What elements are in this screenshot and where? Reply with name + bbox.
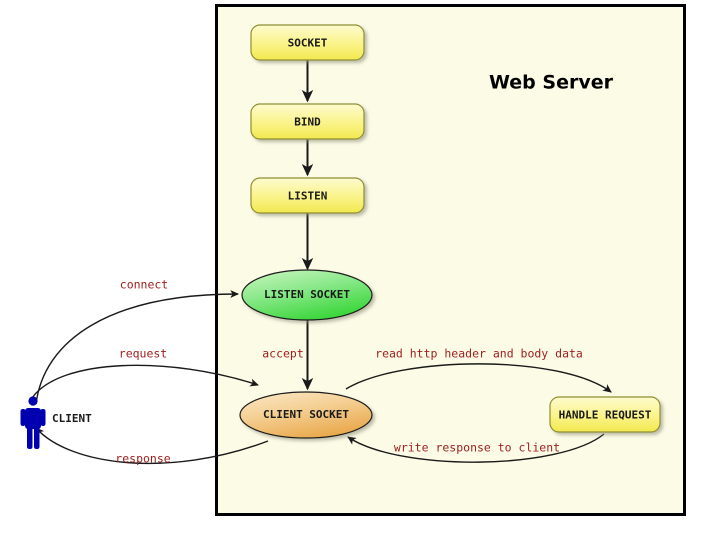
- edge-request: [31, 364, 259, 399]
- web-server-container: [215, 4, 686, 516]
- node-socket[interactable]: SOCKET: [250, 24, 365, 61]
- node-listen-socket-shape: [241, 269, 373, 321]
- edge-label-read-http: read http header and body data: [375, 347, 583, 361]
- node-listen-shape: [250, 177, 365, 214]
- edge-read-http: [345, 363, 612, 393]
- node-client-socket[interactable]: CLIENT SOCKET: [239, 391, 373, 439]
- node-client-socket-label: CLIENT SOCKET: [263, 408, 349, 421]
- client-actor-label: CLIENT: [52, 412, 92, 425]
- node-client-socket-shape: [239, 391, 373, 439]
- page-title: Web Server: [489, 72, 614, 94]
- edge-label-write-response: write response to client: [394, 441, 560, 455]
- node-listen[interactable]: LISTEN: [250, 177, 365, 214]
- node-socket-shape: [250, 24, 365, 61]
- node-bind[interactable]: BIND: [250, 103, 365, 140]
- client-actor[interactable]: CLIENT: [20, 396, 93, 449]
- edge-connect: [35, 289, 240, 405]
- node-listen-socket[interactable]: LISTEN SOCKET: [241, 269, 373, 321]
- edge-write-response: [347, 433, 605, 463]
- edge-label-request: request: [119, 347, 167, 361]
- node-bind-label: BIND: [294, 116, 321, 129]
- edge-response: [35, 427, 269, 465]
- edge-label-accept: accept: [262, 347, 304, 361]
- person-icon: [20, 396, 46, 449]
- node-socket-label: SOCKET: [288, 37, 328, 50]
- node-bind-shape: [250, 103, 365, 140]
- node-listen-label: LISTEN: [288, 190, 328, 203]
- edge-label-connect: connect: [120, 278, 168, 292]
- node-handle-request[interactable]: HANDLE REQUEST: [549, 396, 661, 433]
- node-listen-socket-label: LISTEN SOCKET: [264, 288, 350, 301]
- node-handle-request-shape: [549, 396, 661, 433]
- edge-label-response: response: [115, 452, 170, 466]
- node-handle-request-label: HANDLE REQUEST: [559, 409, 652, 422]
